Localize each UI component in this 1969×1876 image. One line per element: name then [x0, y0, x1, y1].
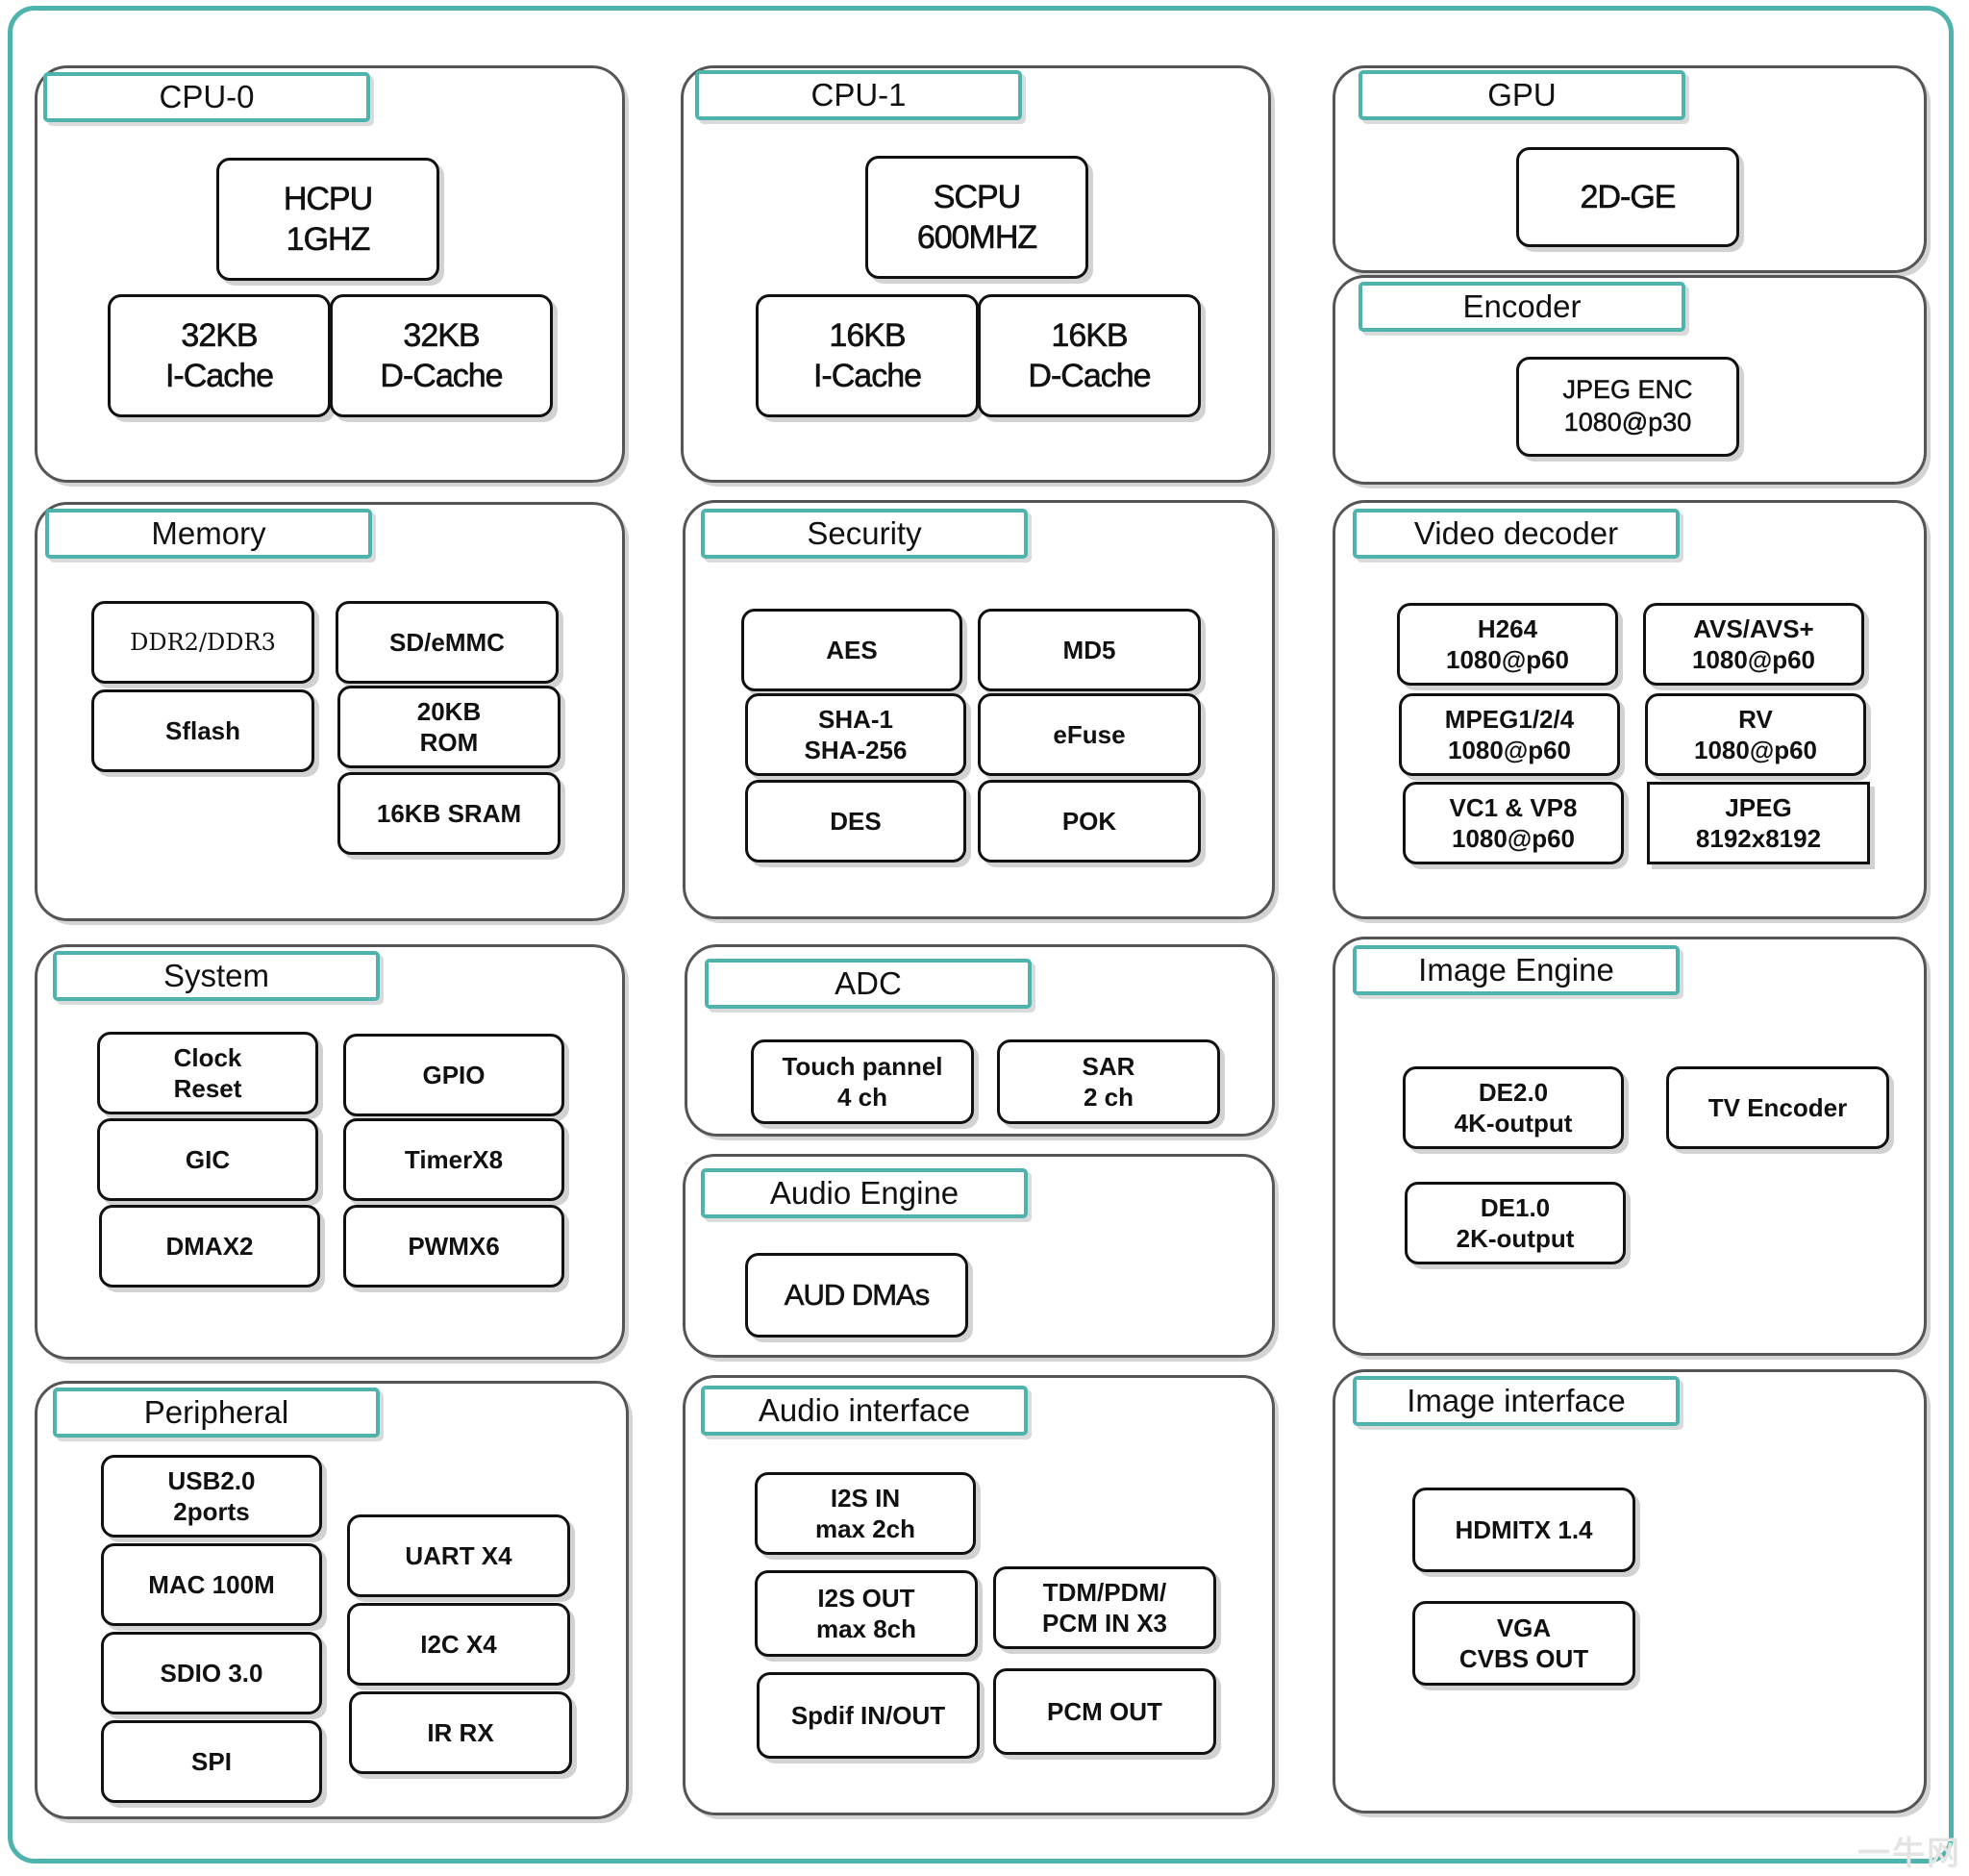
block-efuse: eFuse — [978, 693, 1201, 776]
group-title: System — [53, 951, 380, 1001]
block-tdm-pdm: TDM/PDM/PCM IN X3 — [993, 1566, 1216, 1649]
block-dma: DMAX2 — [99, 1205, 320, 1288]
group-gpu: GPU 2D-GE — [1333, 65, 1927, 273]
block-avs: AVS/AVS+1080@p60 — [1643, 603, 1864, 686]
group-title: Encoder — [1358, 282, 1685, 332]
block-gpio: GPIO — [343, 1034, 564, 1116]
group-title: CPU-1 — [695, 70, 1022, 120]
block-tv-encoder: TV Encoder — [1666, 1066, 1889, 1149]
group-title: Video decoder — [1353, 509, 1680, 559]
block-sdio: SDIO 3.0 — [101, 1632, 322, 1714]
block-sram: 16KB SRAM — [337, 772, 561, 855]
block-mac: MAC 100M — [101, 1543, 322, 1626]
block-sd-emmc: SD/eMMC — [336, 601, 559, 684]
group-title: Audio interface — [701, 1386, 1028, 1436]
diagram-border — [8, 6, 1954, 1863]
block-pok: POK — [978, 780, 1201, 863]
block-pcm-out: PCM OUT — [993, 1668, 1216, 1755]
group-title: Peripheral — [53, 1388, 380, 1438]
block-aud-dma: AUD DMAs — [745, 1253, 968, 1338]
block-des: DES — [745, 780, 966, 863]
group-title: Image interface — [1353, 1376, 1680, 1426]
group-title: ADC — [705, 959, 1032, 1009]
group-title: Audio Engine — [701, 1168, 1028, 1218]
block-aes: AES — [741, 609, 962, 691]
block-i2c: I2C X4 — [347, 1603, 570, 1686]
block-2d-ge: 2D-GE — [1516, 147, 1739, 247]
group-audio-engine: Audio Engine AUD DMAs — [683, 1154, 1275, 1358]
block-gic: GIC — [97, 1118, 318, 1201]
block-sflash: Sflash — [91, 689, 314, 772]
group-title: Image Engine — [1353, 945, 1680, 995]
block-md5: MD5 — [978, 609, 1201, 691]
block-ddr: DDR2/DDR3 — [91, 601, 314, 684]
group-title: Security — [701, 509, 1028, 559]
watermark: 一牛网 — [1857, 1836, 1961, 1872]
group-title: GPU — [1358, 70, 1685, 120]
block-spi: SPI — [101, 1720, 322, 1803]
group-title: CPU-0 — [43, 72, 370, 122]
block-ir-rx: IR RX — [349, 1691, 572, 1774]
block-timer: TimerX8 — [343, 1118, 564, 1201]
block-pwm: PWMX6 — [343, 1205, 564, 1288]
block-uart: UART X4 — [347, 1514, 570, 1597]
group-title: Memory — [45, 509, 372, 559]
block-spdif: Spdif IN/OUT — [757, 1672, 980, 1759]
block-hdmi: HDMITX 1.4 — [1412, 1488, 1635, 1572]
